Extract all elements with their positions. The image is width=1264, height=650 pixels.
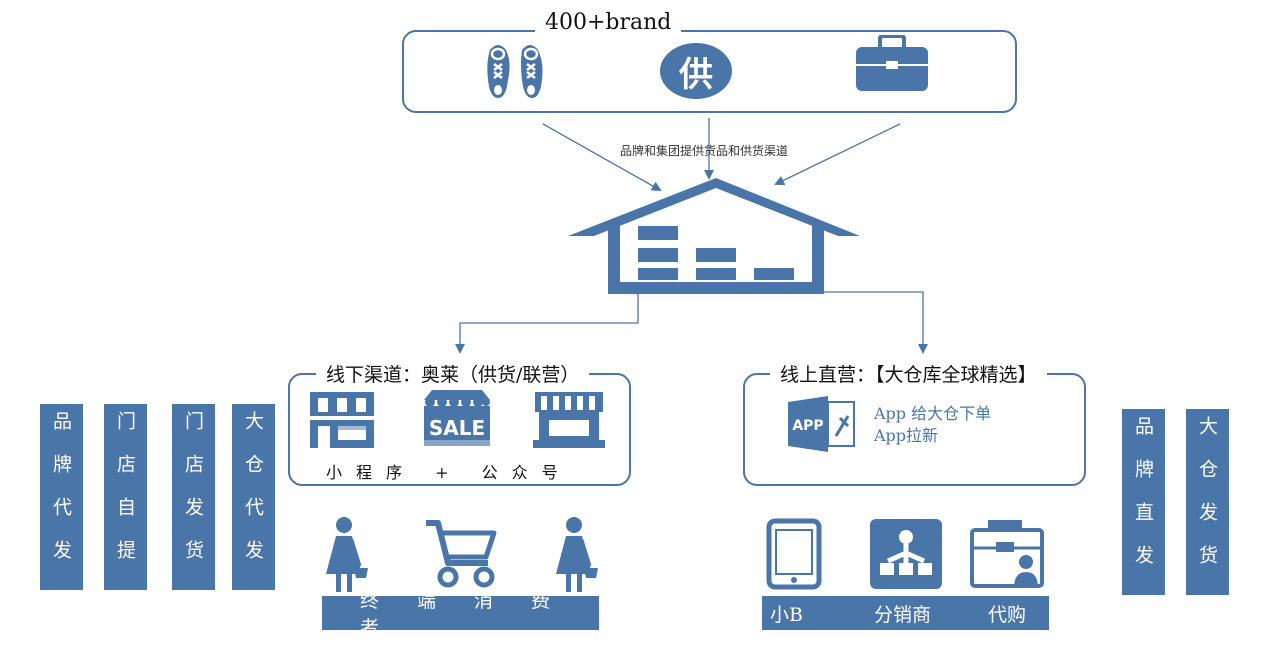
online-label-small-b: 小B — [770, 603, 803, 626]
side-bar-label: 大仓代发 — [242, 411, 264, 583]
side-bar-warehouse-shipping: 大仓发货 — [1186, 409, 1229, 595]
side-bar-store-pickup: 门店自提 — [104, 404, 147, 590]
arrow-brand-left — [542, 123, 662, 191]
arrow-to-online — [820, 291, 928, 354]
briefcase-icon — [856, 35, 928, 91]
side-bar-label: 门店自提 — [114, 411, 136, 583]
app-icon: APP — [788, 396, 855, 452]
online-label-agent: 代购 — [988, 603, 1027, 626]
distribution-network-icon — [870, 519, 942, 589]
app-acquire-text: App拉新 — [874, 426, 939, 445]
side-bar-label: 品牌代发 — [50, 411, 72, 583]
side-bar-label: 品牌直发 — [1132, 416, 1154, 588]
market-stall-icon — [533, 392, 605, 448]
supply-caption: 品牌和集团提供货品和供货渠道 — [620, 144, 789, 158]
arrow-brand-right — [774, 123, 901, 186]
store-icon — [308, 392, 376, 448]
side-bar-label: 大仓发货 — [1196, 416, 1218, 588]
side-bar-store-shipping: 门店发货 — [172, 404, 215, 590]
sale-shop-icon: SALE — [424, 390, 490, 446]
brand-group-title: 400+brand — [535, 10, 682, 35]
shoes-icon — [487, 45, 543, 98]
app-order-text: App 给大仓下单 — [874, 404, 992, 423]
woman-shopper-icon — [326, 517, 368, 592]
supply-badge-icon: 供 — [660, 43, 732, 99]
purchasing-agent-icon — [970, 520, 1044, 588]
side-bar-label: 门店发货 — [182, 411, 204, 583]
arrow-to-offline — [455, 292, 639, 354]
shopping-cart-icon — [426, 520, 497, 588]
woman-shopper-icon — [556, 517, 598, 592]
warehouse-icon — [568, 178, 860, 294]
online-channel-title: 线上直营：【大仓库全球精选】 — [770, 360, 1047, 387]
side-bar-warehouse-dropship: 大仓代发 — [232, 404, 275, 590]
svg-text:SALE: SALE — [429, 416, 485, 440]
offline-channel-title: 线下渠道：奥莱（供货/联营） — [316, 360, 590, 387]
online-label-bar: 小B 分销商 代购 — [762, 596, 1049, 630]
app-badge: APP — [792, 418, 823, 434]
supply-badge-glyph: 供 — [679, 54, 713, 95]
consumer-label: 终端消费者 — [360, 590, 589, 639]
offline-subtitle: 小程序 + 公众号 — [326, 463, 572, 482]
side-bar-brand-dropship: 品牌代发 — [40, 404, 83, 590]
online-label-distributor: 分销商 — [874, 603, 932, 626]
side-bar-brand-direct: 品牌直发 — [1122, 409, 1165, 595]
tablet-icon — [766, 518, 822, 590]
consumer-label-bar: 终端消费者 — [322, 590, 599, 639]
